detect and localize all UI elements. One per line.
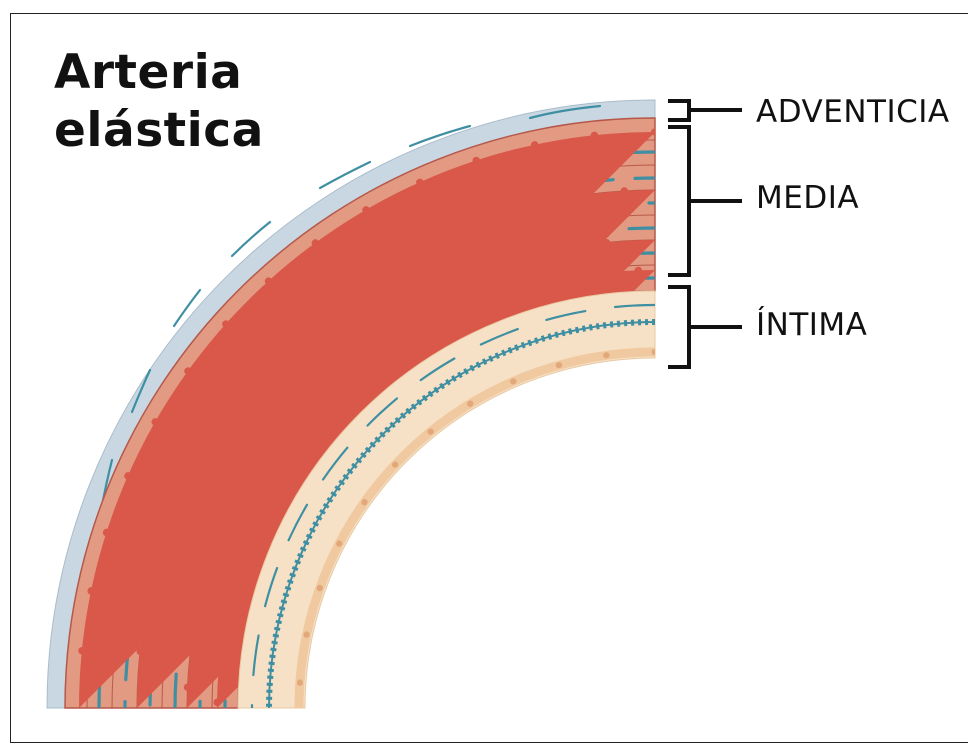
title-line-2: elástica [54,102,264,160]
label-intima: ÍNTIMA [756,307,867,343]
label-media: MEDIA [756,180,859,216]
layer-brackets [668,101,742,367]
bracket-adventicia [668,101,742,120]
bracket-media [668,127,742,275]
bracket-intima [668,287,742,367]
title-line-1: Arteria [54,44,264,102]
label-adventicia: ADVENTICIA [756,94,950,130]
diagram-title: Arteria elástica [54,44,264,160]
